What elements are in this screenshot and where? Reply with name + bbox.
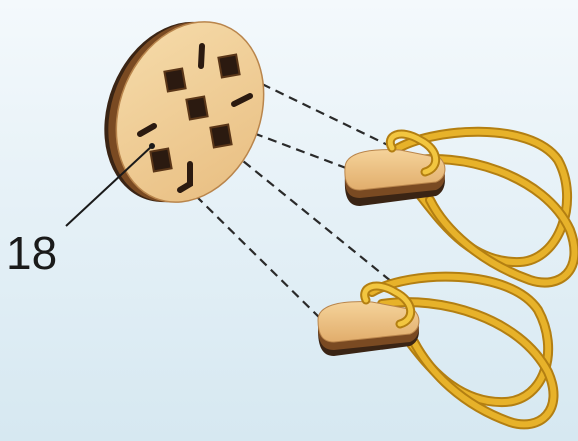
callout-label-18: 18 (6, 230, 57, 276)
hook-piece-lower-icon (318, 277, 554, 425)
dashed-line-1 (262, 84, 398, 150)
hook-piece-upper-icon (345, 132, 575, 283)
callout-anchor-dot (149, 143, 155, 149)
dashed-line-4 (196, 196, 328, 326)
dashed-line-2 (240, 128, 362, 174)
wooden-disc-icon (78, 0, 289, 224)
